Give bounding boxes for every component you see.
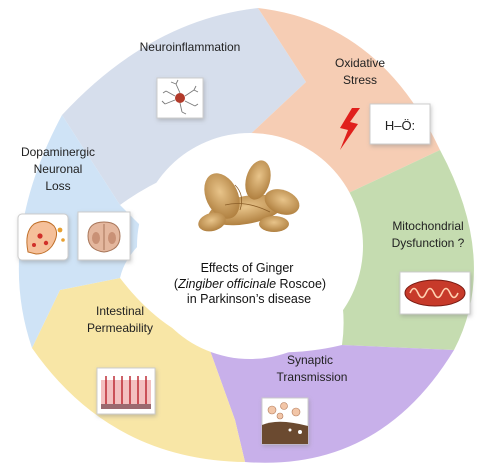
synapse-icon [261,397,309,445]
center-species-authority: Roscoe [276,277,322,291]
ginger-root-image [198,160,300,232]
center-title-line-1: Effects of Ginger [201,261,294,275]
label-synaptic-line-2: Transmission [277,370,348,384]
label-neuroinflammation: Neuroinflammation [140,40,241,54]
center-paren-close: ) [322,277,326,291]
mitochondrion-icon [399,271,471,315]
neuron-loss-icon [17,213,69,261]
microglia-icon [156,77,204,119]
label-dopaminergic-line-1: Dopaminergic [21,145,95,159]
label-oxidative-stress-line-1: Oxidative [335,56,385,70]
hydroxyl-radical-icon: H–Ö: [369,103,431,145]
center-title-line-3: in Parkinson’s disease [187,292,311,306]
label-oxidative-stress-line-2: Stress [343,73,377,87]
hydroxyl-formula: H–Ö: [385,118,415,133]
label-dopaminergic-line-3: Loss [45,179,70,193]
label-synaptic-line-1: Synaptic [287,353,333,367]
center-circle [137,133,363,359]
center-paren-open: ( [174,277,179,291]
center-species-name: Zingiber officinale [177,277,276,291]
intestinal-villi-icon [96,367,156,415]
label-dopaminergic-line-2: Neuronal [34,162,83,176]
label-intestinal-line-1: Intestinal [96,304,144,318]
brain-section-icon [77,211,131,261]
label-mitochondrial-line-1: Mitochondrial [392,219,463,233]
lightning-bolt-icon [340,108,360,150]
label-mitochondrial-line-2: Dysfunction ? [392,236,465,250]
center-title-line-2: (Zingiber officinale Roscoe) [174,277,326,291]
label-intestinal-line-2: Permeability [87,321,153,335]
